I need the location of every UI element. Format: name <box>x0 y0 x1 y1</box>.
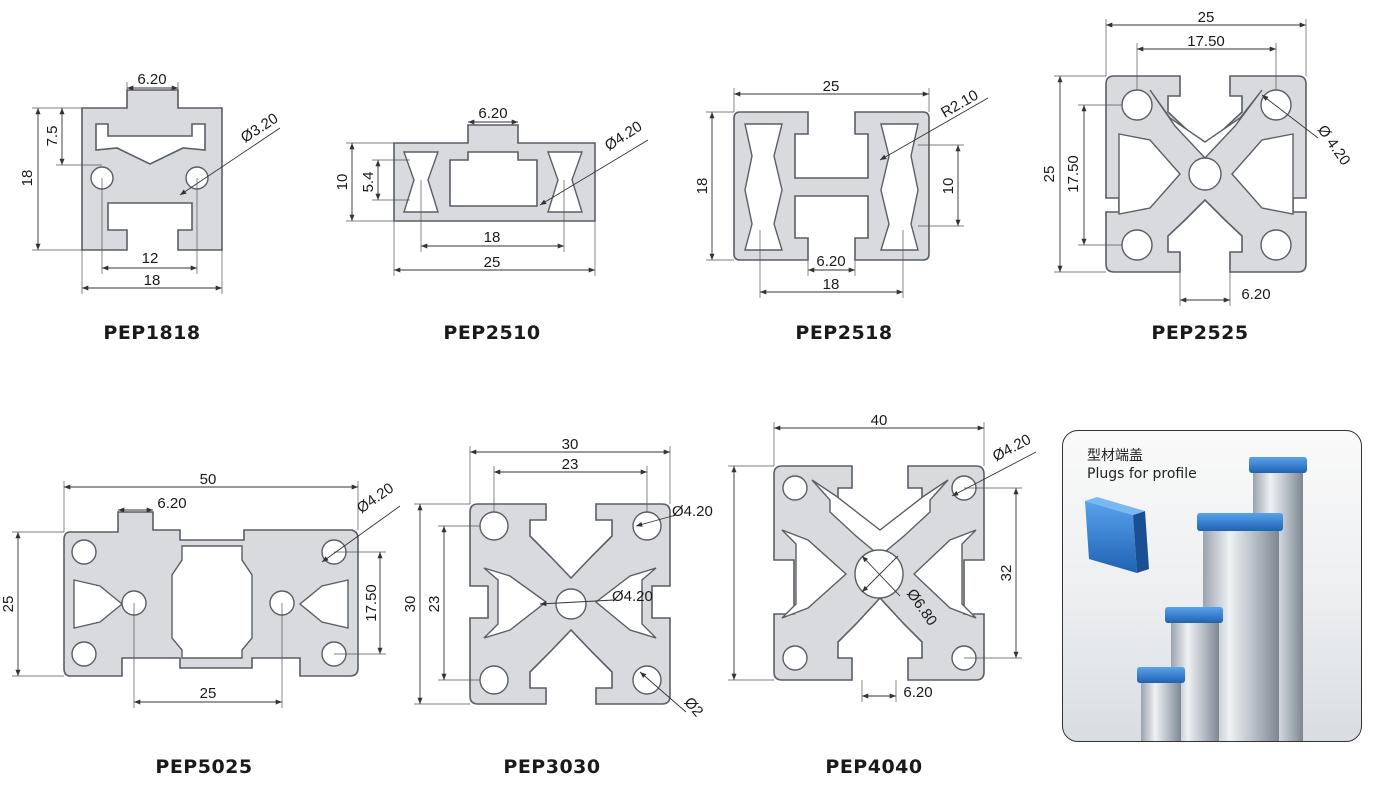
hole-bl <box>71 641 97 667</box>
loose-plug <box>1085 497 1149 573</box>
pep4040-cavity-left <box>781 529 848 619</box>
dim-pep1818-spacing: 12 <box>142 250 159 267</box>
pep4040-cavity-right <box>912 529 977 619</box>
dim-pep3030-hole: Ø4.20 <box>672 503 713 520</box>
pep3030-cavity-left <box>483 567 548 639</box>
dim-pep2510-slot: 6.20 <box>478 105 507 122</box>
dim-pep2525-slot: 6.20 <box>1241 286 1270 303</box>
label-pep2510: PEP2510 <box>443 322 541 344</box>
dim-pep1818-offset: 7.5 <box>44 126 61 147</box>
profile-pep3030: 30 23 Ø4.20 30 23 Ø4.20 Ø2 <box>402 436 713 720</box>
pep2518-left-slot <box>744 123 783 251</box>
dim-pep2510-height: 10 <box>334 174 351 191</box>
profile-smallest <box>1137 667 1185 741</box>
dim-pep2525-width: 25 <box>1198 9 1215 26</box>
label-pep2518: PEP2518 <box>795 322 893 344</box>
label-pep2525: PEP2525 <box>1151 322 1249 344</box>
pep5025-center-cavity <box>171 545 253 659</box>
pep5025-right-slot <box>298 579 349 629</box>
hole-tr <box>1260 89 1292 121</box>
dim-pep5025-hole: Ø4.20 <box>354 480 397 517</box>
dim-pep2510-spacing: 18 <box>484 229 501 246</box>
dim-pep2525-hole: Ø 4.20 <box>1314 122 1354 169</box>
pep2510-right-slot <box>547 151 583 213</box>
hole-tl <box>782 475 808 501</box>
pep3030-cavity-right <box>594 567 657 639</box>
dim-pep4040-hole: Ø4.20 <box>990 431 1034 465</box>
profile-pep2518: 25 R2.10 18 10 6.20 18 <box>694 78 989 298</box>
label-pep5025: PEP5025 <box>155 756 253 778</box>
hole-center <box>555 588 587 620</box>
pep2518-right-slot <box>880 123 919 251</box>
dim-pep5025-width: 50 <box>200 471 217 488</box>
profile-pep2510-shape <box>393 124 596 222</box>
dim-pep3030-width: 30 <box>562 436 579 453</box>
profile-pep2518-shape <box>733 111 930 261</box>
dim-pep3030-small-hole: Ø2 <box>681 694 707 720</box>
dim-pep4040-slot: 6.20 <box>903 684 932 701</box>
hole-bl <box>1121 229 1153 261</box>
dim-pep3030-spacing-x: 23 <box>562 456 579 473</box>
hole-tl <box>479 511 509 541</box>
dim-pep1818-slot: 6.20 <box>137 71 166 88</box>
profile-pep5025: 50 6.20 Ø4.20 25 17.50 25 <box>0 471 401 708</box>
dim-pep2518-width-top: 25 <box>823 78 840 95</box>
label-pep1818: PEP1818 <box>103 322 201 344</box>
dim-pep2525-height: 25 <box>1041 166 1058 183</box>
plugs-illustration <box>1085 457 1307 741</box>
dim-pep1818-hole: Ø3.20 <box>238 110 282 147</box>
hole-br <box>632 665 662 695</box>
dim-pep2525-spacing-y: 17.50 <box>1065 155 1082 193</box>
hole-bl <box>479 665 509 695</box>
hole-tl <box>71 539 97 565</box>
pep2525-cavity-left <box>1118 133 1181 215</box>
dim-pep5025-slot: 6.20 <box>157 495 186 512</box>
profile-pep2510: 6.20 10 5.4 Ø4.20 18 25 <box>334 105 649 276</box>
dim-pep2518-width-bottom: 18 <box>823 276 840 293</box>
dim-pep2518-radius: R2.10 <box>938 87 981 122</box>
profile-pep4040: 40 Ø4.20 32 Ø6.80 6.20 <box>728 412 1037 702</box>
dim-pep2518-inner: 10 <box>940 178 957 195</box>
profile-pep2525: 25 17.50 25 17.50 Ø 4.20 6.20 <box>1041 9 1354 306</box>
pep5025-left-slot <box>73 579 124 629</box>
hole-center <box>1188 157 1222 191</box>
plugs-panel: 型材端盖 Plugs for profile <box>1062 430 1362 742</box>
dim-pep3030-spacing-y: 23 <box>426 596 443 613</box>
profile-pep1818: 6.20 18 7.5 Ø3.20 12 18 <box>19 71 281 294</box>
hole-br <box>1260 229 1292 261</box>
dim-pep4040-spacing: 32 <box>998 565 1015 582</box>
dim-pep3030-height: 30 <box>402 596 419 613</box>
dim-pep3030-center-hole: Ø4.20 <box>612 588 653 605</box>
dim-pep5025-height: 25 <box>0 596 17 613</box>
pep2525-cavity-top <box>1149 89 1263 160</box>
hole-tl <box>1121 89 1153 121</box>
pep2525-cavity-right <box>1231 133 1294 215</box>
dim-pep1818-height: 18 <box>19 170 36 187</box>
plugs-title-en: Plugs for profile <box>1087 466 1197 482</box>
pep4040-cavity-top <box>811 479 949 557</box>
dim-pep2525-spacing-x: 17.50 <box>1187 33 1225 50</box>
dim-pep5025-spacing: 17.50 <box>363 584 380 622</box>
plugs-title-cn: 型材端盖 <box>1087 448 1143 464</box>
dim-pep2518-height: 18 <box>694 178 711 195</box>
dim-pep5025-center-spacing: 25 <box>200 685 217 702</box>
label-pep4040: PEP4040 <box>825 756 923 778</box>
label-pep3030: PEP3030 <box>503 756 601 778</box>
hole-bl <box>782 645 808 671</box>
dim-pep2510-inner: 5.4 <box>360 172 377 193</box>
dim-pep4040-width: 40 <box>871 412 888 429</box>
dim-pep2510-hole: Ø4.20 <box>602 118 646 155</box>
dim-pep2518-slot: 6.20 <box>816 253 845 270</box>
dim-pep2510-width: 25 <box>484 254 501 271</box>
dim-pep1818-width: 18 <box>144 272 161 289</box>
